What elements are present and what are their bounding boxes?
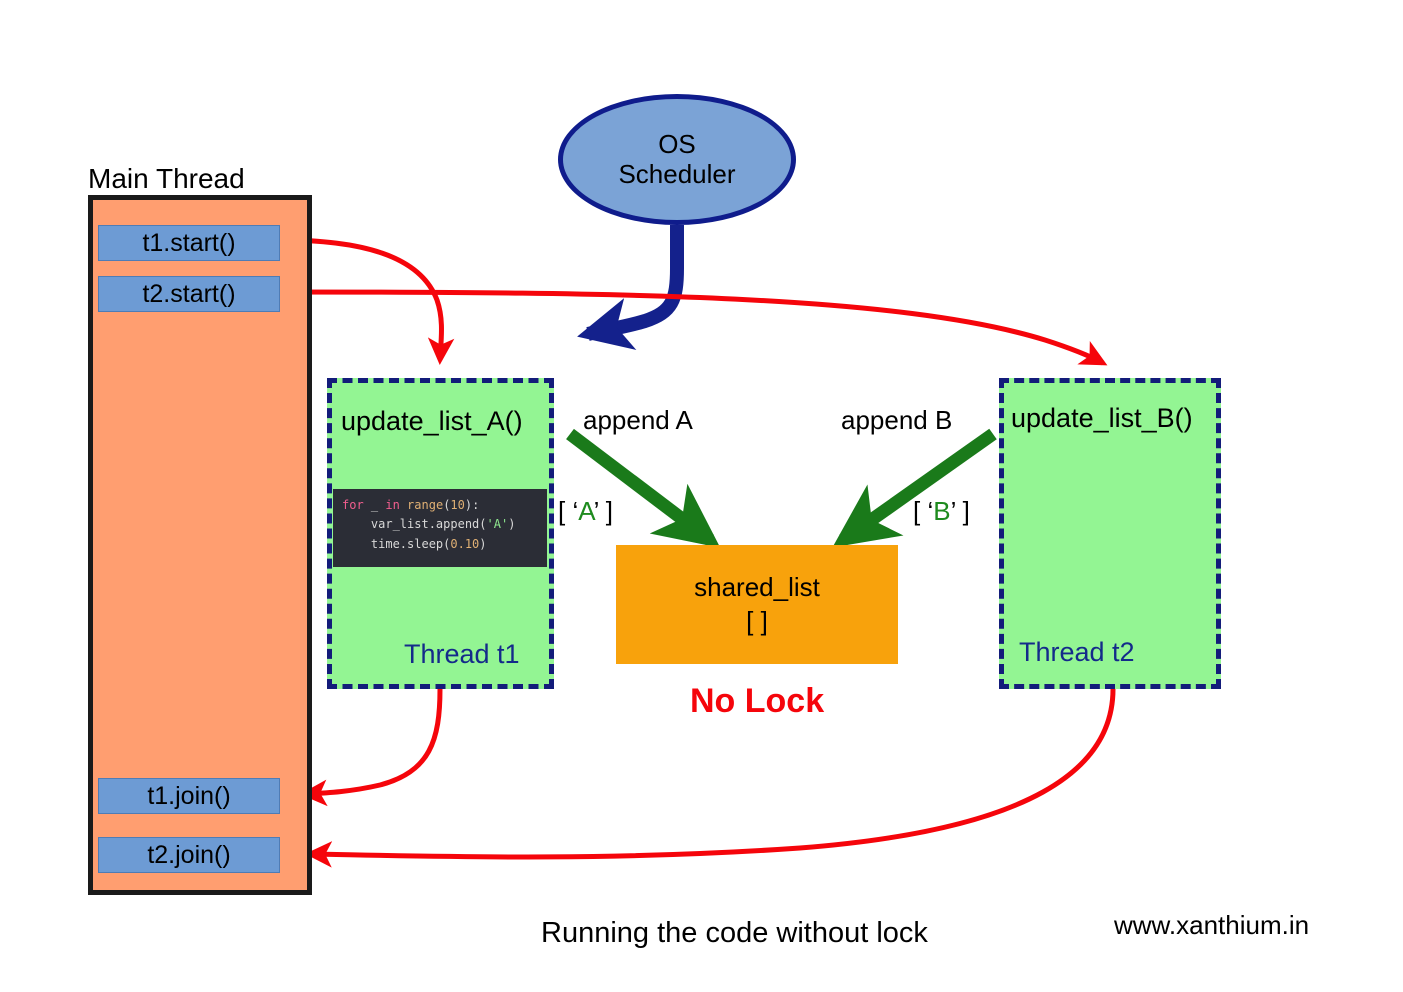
thread-t2-tag: Thread t2 [1019, 637, 1135, 667]
website-credit: www.xanthium.in [1114, 910, 1310, 940]
call-button-t2-start[interactable]: t2.start() [98, 276, 280, 312]
thread-t1-tag: Thread t1 [404, 639, 520, 669]
code-builtin-range: range [399, 498, 444, 512]
thread-t1-function-name: update_list_A() [341, 406, 523, 436]
code-sleep-close: ) [479, 536, 487, 551]
code-append-close: ) [508, 517, 516, 532]
code-line-3: time.sleep(0.10) [342, 535, 547, 554]
code-number-sleep: 0.10 [450, 536, 480, 551]
code-line-1: for _ in range(10): [342, 496, 547, 515]
shared-list-name: shared_list [694, 571, 820, 602]
code-var-underscore: _ [363, 498, 386, 512]
list-value-b-open: [ ‘ [913, 496, 934, 526]
list-value-b-letter: B [933, 496, 951, 526]
t2-start-arrow [279, 289, 1108, 366]
t1-join-return-arrow [300, 688, 443, 807]
append-a-label: append A [583, 405, 693, 435]
code-string-a: 'A' [486, 517, 509, 532]
os-scheduler-line-2: Scheduler [618, 158, 736, 189]
list-value-a-letter: A [578, 496, 594, 526]
code-line-2: var_list.append('A') [342, 515, 547, 534]
no-lock-label: No Lock [690, 682, 825, 720]
list-value-b: [ ‘B’ ] [913, 496, 970, 527]
append-b-label: append B [841, 405, 953, 435]
thread-t2-function-name: update_list_B() [1011, 403, 1193, 433]
shared-list-box: shared_list [ ] [616, 545, 898, 664]
list-value-a-open: [ ‘ [558, 496, 579, 526]
code-paren-open: ( [443, 498, 451, 512]
code-keyword-for: for [342, 498, 364, 512]
code-append-call: var_list.append( [342, 517, 487, 532]
scheduler-dispatch-arrow [577, 225, 684, 350]
main-thread-label: Main Thread [88, 163, 245, 194]
thread-t2-box [999, 378, 1221, 689]
call-button-t1-join[interactable]: t1.join() [98, 778, 280, 814]
code-paren-close: ): [464, 498, 480, 512]
shared-list-contents: [ ] [746, 605, 768, 636]
call-button-t1-start[interactable]: t1.start() [98, 225, 280, 261]
os-scheduler-line-1: OS [658, 128, 696, 159]
list-value-b-close: ’ ] [950, 496, 970, 526]
code-keyword-in: in [385, 498, 400, 512]
list-value-a-close: ’ ] [593, 496, 613, 526]
os-scheduler-node: OS Scheduler [558, 94, 796, 225]
code-number-10: 10 [450, 498, 465, 512]
call-button-t2-join[interactable]: t2.join() [98, 837, 280, 873]
list-value-a: [ ‘A’ ] [558, 496, 613, 527]
code-snippet-thread-t1: for _ in range(10): var_list.append('A')… [333, 489, 547, 567]
diagram-caption: Running the code without lock [541, 917, 928, 949]
code-sleep-call: time.sleep( [342, 536, 451, 551]
